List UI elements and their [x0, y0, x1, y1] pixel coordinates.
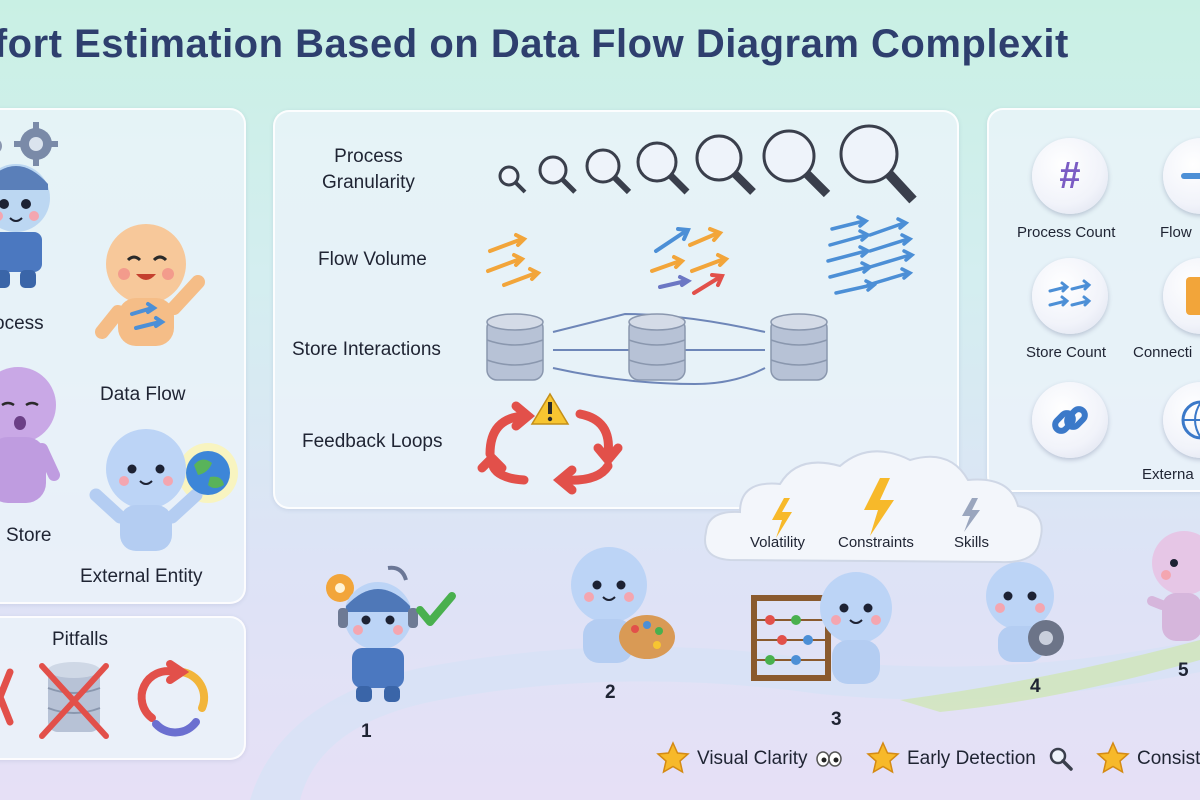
constraints-cloud — [704, 450, 1043, 564]
step-3-character — [751, 572, 892, 684]
external-entity-character — [89, 429, 238, 551]
feedback-arrows-icon — [477, 401, 623, 495]
gear-icon — [326, 574, 354, 602]
high-volume-arrows-icon — [826, 215, 916, 295]
store-interactions-label: Store Interactions — [292, 339, 441, 360]
process-granularity-label: Process Granularity — [322, 146, 415, 193]
flow-volume-arrows — [486, 215, 916, 295]
data-flow-label: Data Flow — [100, 384, 186, 405]
gear-icon — [1028, 620, 1064, 656]
consistency-label: Consist — [1137, 748, 1200, 769]
process-count-label: Process Count — [1017, 224, 1116, 241]
process-count-button[interactable]: # — [1032, 138, 1108, 214]
external-entity-label: External Entity — [80, 566, 203, 587]
step-5-number: 5 — [1178, 660, 1189, 681]
low-volume-arrows-icon — [486, 233, 542, 287]
globe-icon — [1181, 400, 1200, 440]
star-icon — [656, 741, 690, 774]
link-button[interactable] — [1032, 382, 1108, 458]
store-count-label: Store Count — [1026, 344, 1107, 361]
crossed-database-icon — [39, 662, 109, 739]
store-label: Store — [6, 525, 52, 546]
hash-icon: # — [1059, 154, 1081, 197]
step-2-character — [571, 547, 675, 663]
process-label: ocess — [0, 313, 44, 334]
connections-label: Connecti — [1133, 344, 1193, 361]
lightning-icon — [772, 478, 980, 538]
gear-icon — [14, 122, 58, 166]
feedback-loops-label: Feedback Loops — [302, 431, 443, 452]
eyes-icon — [816, 751, 842, 767]
flow-label: Flow — [1160, 224, 1192, 241]
step-1-number: 1 — [361, 721, 372, 742]
step-4-character — [986, 562, 1064, 662]
store-interactions-diagram — [486, 312, 828, 386]
checkmark-icon — [416, 592, 456, 626]
magnifier-icon — [1049, 747, 1073, 771]
magnifier-row — [498, 124, 917, 204]
step-3-number: 3 — [831, 709, 842, 730]
satellite-dish-icon — [387, 565, 408, 581]
warning-icon — [530, 392, 570, 425]
cycle-arrows-icon — [137, 660, 209, 737]
globe-icon — [186, 451, 230, 495]
palette-icon — [619, 615, 675, 659]
step-4-number: 4 — [1030, 676, 1041, 697]
crossed-out-icon — [0, 668, 14, 726]
star-icon — [1096, 741, 1130, 774]
step-2-number: 2 — [605, 682, 616, 703]
external-label: Externa — [1142, 466, 1194, 483]
constraints-label: Constraints — [838, 534, 914, 551]
skills-label: Skills — [954, 534, 990, 551]
medium-volume-arrows-icon — [650, 227, 730, 295]
store-character — [0, 367, 60, 503]
step-5-character — [1147, 531, 1200, 641]
step-1-character — [326, 565, 456, 702]
line-icon — [1181, 173, 1200, 179]
magnifier-icon — [498, 124, 917, 204]
page-title: ffort Estimation Based on Data Flow Diag… — [0, 22, 1069, 66]
abacus-icon — [751, 595, 831, 681]
process-character — [0, 122, 58, 288]
pitfalls-title: Pitfalls — [52, 629, 108, 650]
database-icon — [486, 313, 828, 381]
star-icon — [866, 741, 900, 774]
feedback-loop-diagram — [477, 392, 623, 495]
arrows-icon — [1048, 279, 1092, 307]
data-flow-character — [95, 224, 205, 346]
document-icon — [1186, 277, 1200, 315]
visual-clarity-label: Visual Clarity — [697, 748, 808, 769]
store-count-button[interactable] — [1032, 258, 1108, 334]
pitfall-icons — [0, 660, 209, 739]
flow-volume-label: Flow Volume — [318, 249, 427, 270]
early-detection-label: Early Detection — [907, 748, 1036, 769]
volatility-label: Volatility — [750, 534, 806, 551]
link-icon — [1052, 406, 1088, 434]
